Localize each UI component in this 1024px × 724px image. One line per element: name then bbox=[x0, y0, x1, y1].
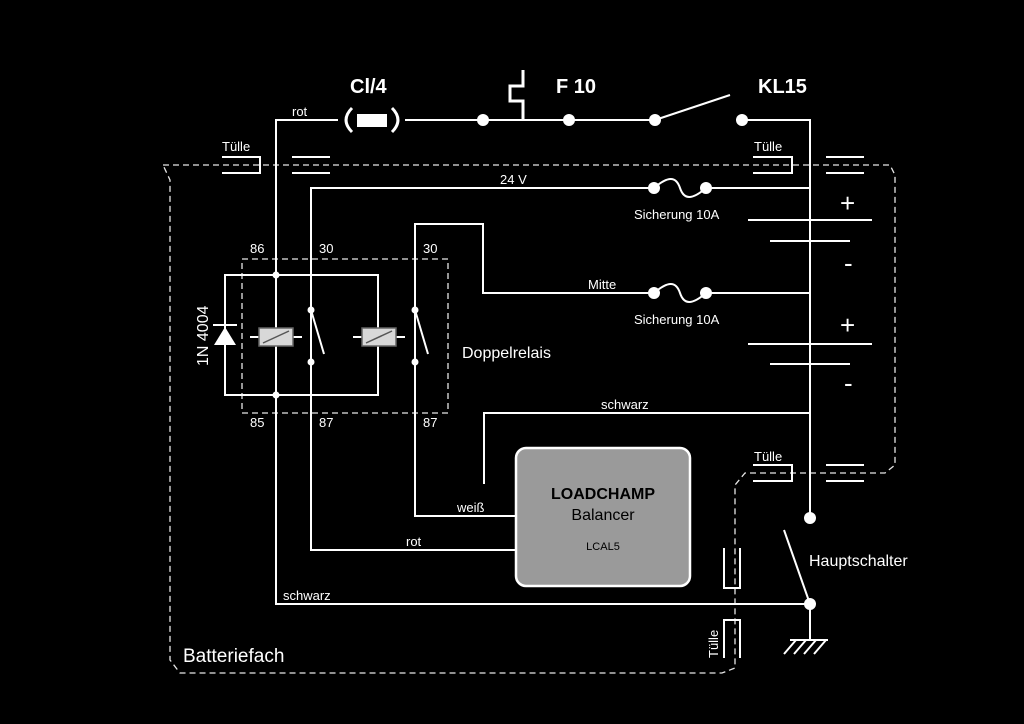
pin-30a: 30 bbox=[319, 241, 333, 256]
wire-mitte-label: Mitte bbox=[588, 277, 616, 292]
wire-schwarz-bottom-label: schwarz bbox=[283, 588, 331, 603]
pin-30b: 30 bbox=[423, 241, 437, 256]
wire-schwarz-top bbox=[483, 412, 810, 484]
grommet-top-left bbox=[222, 156, 330, 174]
battery-compartment-outline bbox=[161, 164, 896, 674]
battery-minus-1: - bbox=[844, 248, 853, 278]
balancer-brand: LOADCHAMP bbox=[551, 486, 655, 503]
f10-switch bbox=[477, 70, 575, 126]
grommet-label-2: Tülle bbox=[754, 139, 782, 154]
main-switch bbox=[783, 512, 828, 655]
balancer-model: LCAL5 bbox=[586, 541, 620, 553]
battery-lower bbox=[748, 343, 872, 365]
fuse-label-1: Sicherung 10A bbox=[634, 207, 720, 222]
wire-24v bbox=[310, 178, 810, 400]
battery-plus-1: + bbox=[840, 188, 855, 218]
cl4-label: Cl/4 bbox=[350, 76, 388, 98]
grommet-right-mid bbox=[753, 464, 864, 482]
pin-87a: 87 bbox=[319, 415, 333, 430]
double-relay bbox=[213, 271, 429, 399]
kl15-switch bbox=[649, 94, 748, 126]
battery-minus-2: - bbox=[844, 368, 853, 398]
grommet-label-4: Tülle bbox=[706, 630, 721, 658]
rot-label-top: rot bbox=[292, 104, 308, 119]
pin-86: 86 bbox=[250, 241, 264, 256]
kl15-label: KL15 bbox=[758, 76, 807, 98]
wire-mitte bbox=[414, 223, 810, 400]
wire-rot-label: rot bbox=[406, 534, 422, 549]
loadchamp-balancer bbox=[514, 446, 692, 588]
balancer-name: Balancer bbox=[571, 507, 635, 524]
compartment-label: Batteriefach bbox=[183, 646, 284, 667]
wire-rot bbox=[310, 400, 516, 551]
wire-weiss bbox=[414, 400, 516, 517]
diode-label: 1N 4004 bbox=[195, 305, 212, 366]
grommet-label-1: Tülle bbox=[222, 139, 250, 154]
wire-weiss-label: weiß bbox=[456, 500, 485, 515]
battery-plus-2: + bbox=[840, 310, 855, 340]
grommet-label-3: Tülle bbox=[754, 449, 782, 464]
wire-24v-label: 24 V bbox=[500, 172, 527, 187]
relay-outline bbox=[241, 258, 449, 414]
relay-label: Doppelrelais bbox=[462, 345, 551, 362]
battery-upper bbox=[748, 219, 872, 242]
grommet-top-right bbox=[753, 156, 864, 174]
top-line bbox=[275, 119, 811, 605]
cl4-fuse bbox=[344, 106, 400, 134]
f10-label: F 10 bbox=[556, 76, 596, 98]
pin-87b: 87 bbox=[423, 415, 437, 430]
pin-85: 85 bbox=[250, 415, 264, 430]
wire-schwarz-top-label: schwarz bbox=[601, 397, 649, 412]
switch-label: Hauptschalter bbox=[809, 553, 908, 570]
grommet-bottom bbox=[723, 548, 741, 658]
fuse-label-2: Sicherung 10A bbox=[634, 312, 720, 327]
